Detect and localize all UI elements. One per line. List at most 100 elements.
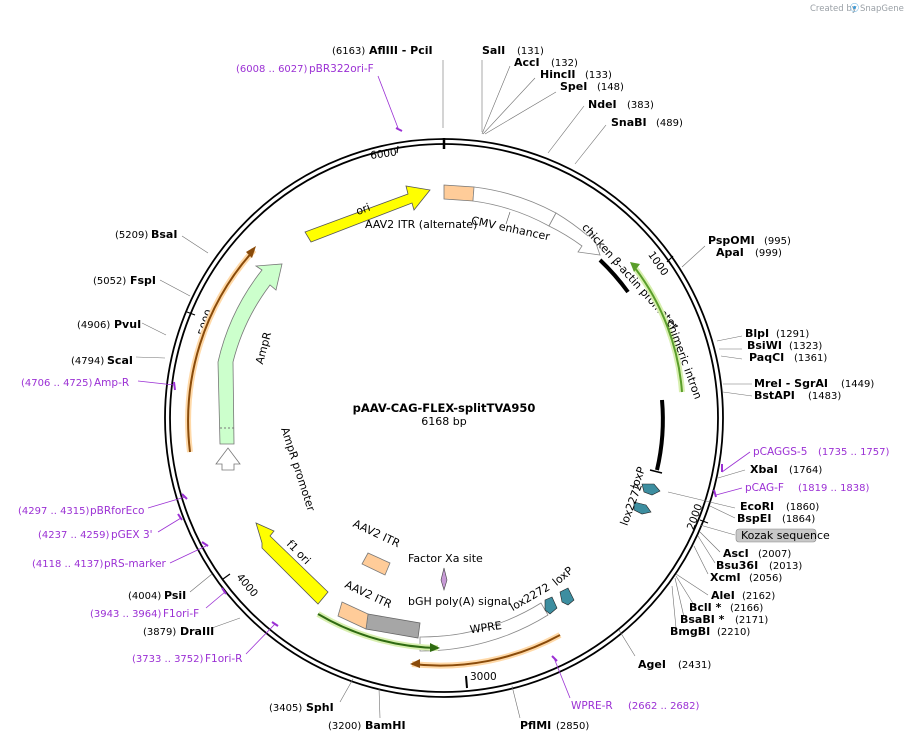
primer-range-prsmarker: (4118 .. 4137) [32,559,104,570]
site-name-agei[interactable]: AgeI [638,658,666,671]
site-pos-fspi: (5052) [93,276,126,287]
site-name-spei[interactable]: SpeI [560,80,587,93]
leader-xbaI [717,469,746,479]
site-pos-blpi: (1291) [776,329,809,340]
site-name-bstapi[interactable]: BstAPI [754,389,795,402]
primer-name-pcaggs5[interactable]: pCAGGS-5 [753,446,807,458]
feature-f1-ori[interactable]: f1 ori [255,522,329,605]
factor-xa-label: Factor Xa site [408,552,483,565]
kozak-badge[interactable]: Kozak sequence [735,528,830,543]
site-name-scai[interactable]: ScaI [107,354,133,367]
site-name-pspomi[interactable]: PspOMI [708,234,755,247]
mark-f1orif [221,587,227,595]
site-name-paqci[interactable]: PaqCI [749,351,784,364]
site-name-fspi[interactable]: FspI [130,274,156,287]
feature-green-orf-lower[interactable] [316,611,440,652]
lox2272-upper-arrow [633,501,652,515]
primer-name-prsmarker[interactable]: pRS-marker [104,558,167,570]
site-name-acci[interactable]: AccI [514,56,540,69]
primer-name-f1orir[interactable]: F1ori-R [205,653,242,665]
site-name-ecori[interactable]: EcoRI [740,500,774,513]
site-pos-agei: (2431) [678,660,711,671]
site-name-xcmi[interactable]: XcmI [710,571,741,584]
leader-bspEI [709,505,736,519]
site-name-sphi[interactable]: SphI [306,701,334,714]
primer-range-pbr322ori: (6008 .. 6027) [236,64,308,75]
branding-created-by: Created by [810,4,857,14]
orange-orf-lower-arrowhead [410,659,420,668]
leader-snaBI [574,124,607,165]
site-name-apai[interactable]: ApaI [716,246,744,259]
site-pos-bsai: (5209) [115,230,148,241]
site-name-blpi[interactable]: BlpI [745,327,769,340]
primer-range-ampr: (4706 .. 4725) [21,378,93,389]
primer-name-pbrforeco[interactable]: pBRforEco [90,505,144,517]
site-pos-bstapi: (1483) [808,391,841,402]
leader-accI [481,65,511,135]
tick-6000: 6000 [369,146,397,162]
site-name-pflmi[interactable]: PflMI [520,719,551,732]
feature-orange-orf-left[interactable] [185,246,257,453]
feature-lox-upper[interactable]: loxP lox2272 [618,465,661,528]
site-name-bsu36i[interactable]: Bsu36I [716,559,758,572]
ampr-arrow [217,263,283,445]
aav2-itr-upper-label: AAV2 ITR [351,517,402,550]
primer-range-f1orir: (3733 .. 3752) [132,654,204,665]
site-pos-spei: (148) [597,82,624,93]
site-name-ndei[interactable]: NdeI [588,98,617,111]
primer-name-wprer[interactable]: WPRE-R [571,700,613,712]
site-pos-sphi: (3405) [269,703,302,714]
site-pos-snabi: (489) [656,118,683,129]
site-pos-acci: (132) [551,58,578,69]
site-name-mrei[interactable]: MreI - SgrAI [754,377,828,390]
site-name-hincii[interactable]: HincII [540,68,576,81]
cba-promoter-arrow [548,212,601,256]
site-pos-hincii: (133) [585,70,612,81]
leader-pvuI [141,322,167,336]
site-name-psii[interactable]: PsiI [164,589,186,602]
primer-name-ampr[interactable]: Amp-R [94,377,129,389]
tick-2000: 2000 [685,502,705,531]
primer-range-pgex3: (4237 .. 4259) [38,530,110,541]
feature-ori[interactable]: ori [304,185,431,243]
site-name-bamhi[interactable]: BamHI [365,719,406,732]
ampr-label: AmpR [253,330,274,365]
site-name-afliii[interactable]: AflIII - PciI [369,44,433,57]
tick-1000: 1000 [645,249,670,278]
feature-ampr[interactable]: AmpR [217,263,283,445]
leader-bsaBI [674,577,685,618]
site-pos-bsabi: (2171) [735,615,768,626]
tick-5000-mark [186,311,196,316]
ori-label: ori [354,201,372,218]
site-name-bsiwi[interactable]: BsiWI [747,339,782,352]
site-name-asci[interactable]: AscI [723,547,749,560]
site-pos-alei: (2162) [742,591,775,602]
primer-name-pbr322ori[interactable]: pBR322ori-F [309,63,374,75]
site-name-bcli[interactable]: BclI * [689,601,722,614]
site-pos-bmgbi: (2210) [717,627,750,638]
leader-ndeI [547,105,585,154]
site-name-alei[interactable]: AleI [711,589,735,602]
site-name-sali[interactable]: SalI [482,44,505,57]
feature-cag-region[interactable]: AAV2 ITR (alternate) CMV enhancer chicke… [365,184,681,333]
site-name-bsai[interactable]: BsaI [151,228,177,241]
site-name-bsabi[interactable]: BsaBI * [680,613,725,626]
feature-factor-xa[interactable]: Factor Xa site [408,552,483,592]
loxp-lower-label: loxP [550,564,576,589]
site-name-xbai[interactable]: XbaI [750,463,778,476]
feature-aav2-itr-upper[interactable]: AAV2 ITR [351,517,402,576]
site-name-bspei[interactable]: BspEI [737,512,771,525]
site-name-pvui[interactable]: PvuI [114,318,141,331]
primer-name-f1orif[interactable]: F1ori-F [163,608,199,620]
primer-name-pgex3[interactable]: pGEX 3' [111,529,153,541]
site-name-snabi[interactable]: SnaBI [611,116,647,129]
leader-bmgBI [671,585,677,629]
mark-pbr322ori [395,127,403,132]
tick-3000: 3000 [470,671,497,683]
site-name-bmgbi[interactable]: BmgBI [670,625,710,638]
mark-pcagf [713,489,717,498]
feature-orange-orf-lower[interactable] [410,632,562,669]
site-name-draiii[interactable]: DraIII [180,625,214,638]
primer-name-pcagf[interactable]: pCAG-F [745,482,784,494]
